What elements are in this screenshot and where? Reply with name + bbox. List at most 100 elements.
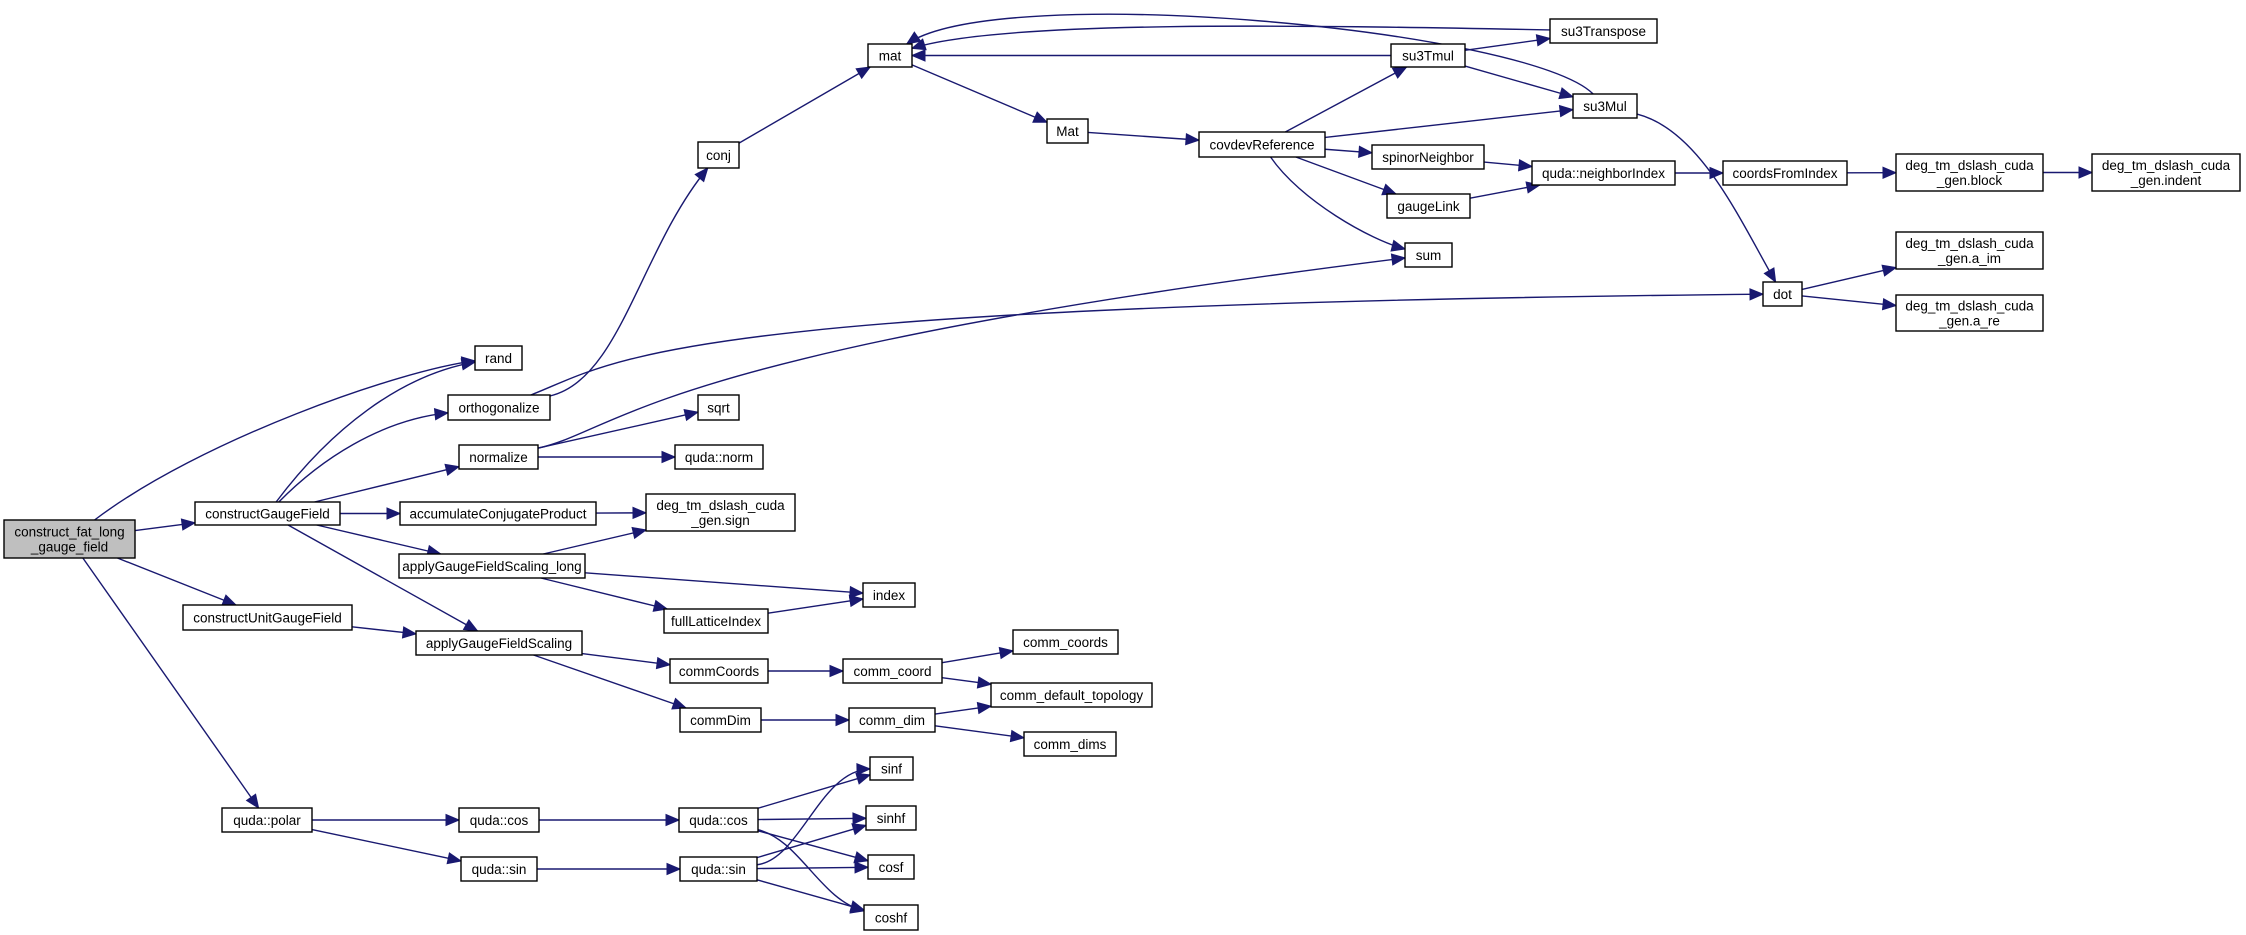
node-box[interactable]: [1722, 160, 1848, 186]
node-orthogonalize[interactable]: orthogonalize: [447, 394, 551, 421]
node-accumulateConjugateProduct[interactable]: accumulateConjugateProduct: [399, 501, 597, 526]
node-normalize[interactable]: normalize: [458, 444, 539, 470]
node-box[interactable]: [460, 856, 538, 882]
node-comm_coords[interactable]: comm_coords: [1012, 629, 1119, 655]
edge-orthogonalize-to-dot: [530, 288, 1765, 396]
node-box[interactable]: [1895, 294, 2044, 332]
node-box[interactable]: [679, 707, 762, 733]
node-sinf[interactable]: sinf: [869, 756, 914, 781]
node-sinhf[interactable]: sinhf: [865, 805, 917, 831]
node-constructUnitGaugeField[interactable]: constructUnitGaugeField: [182, 604, 353, 631]
node-box[interactable]: [1762, 281, 1803, 307]
node-coshf[interactable]: coshf: [863, 904, 919, 931]
node-box[interactable]: [842, 658, 943, 684]
edge-line: [311, 828, 462, 862]
node-quda_cos_1[interactable]: quda::cos: [458, 807, 540, 833]
node-box[interactable]: [2091, 153, 2241, 192]
node-deg_block[interactable]: deg_tm_dslash_cuda_gen.block: [1895, 153, 2044, 192]
node-box[interactable]: [697, 141, 740, 169]
node-box[interactable]: [1023, 731, 1117, 757]
node-box[interactable]: [3, 519, 136, 559]
node-box[interactable]: [678, 807, 759, 833]
node-su3Mul[interactable]: su3Mul: [1572, 93, 1638, 119]
node-box[interactable]: [221, 807, 313, 833]
node-box[interactable]: [1549, 18, 1658, 44]
node-box[interactable]: [1572, 93, 1638, 119]
node-mat[interactable]: mat: [867, 43, 913, 68]
node-quda_norm[interactable]: quda::norm: [674, 444, 764, 470]
node-quda_sin_2[interactable]: quda::sin: [679, 856, 758, 882]
node-box[interactable]: [398, 553, 586, 579]
node-box[interactable]: [674, 444, 764, 470]
node-box[interactable]: [865, 805, 917, 831]
node-constructGaugeField[interactable]: constructGaugeField: [194, 501, 341, 526]
node-box[interactable]: [399, 501, 597, 526]
node-su3Transpose[interactable]: su3Transpose: [1549, 18, 1658, 44]
node-deg_sign[interactable]: deg_tm_dslash_cuda_gen.sign: [645, 493, 796, 532]
node-box[interactable]: [1046, 118, 1089, 144]
node-comm_coord[interactable]: comm_coord: [842, 658, 943, 684]
node-conj[interactable]: conj: [697, 141, 740, 169]
node-sqrt[interactable]: sqrt: [697, 394, 740, 421]
node-box[interactable]: [1390, 43, 1466, 68]
node-commCoords[interactable]: commCoords: [669, 658, 769, 684]
node-box[interactable]: [867, 854, 915, 880]
node-applyGaugeFieldScaling[interactable]: applyGaugeFieldScaling: [415, 630, 583, 656]
node-box[interactable]: [458, 444, 539, 470]
node-box[interactable]: [863, 904, 919, 931]
node-comm_dims[interactable]: comm_dims: [1023, 731, 1117, 757]
node-quda_neighborIndex[interactable]: quda::neighborIndex: [1531, 160, 1676, 186]
node-box[interactable]: [697, 394, 740, 421]
node-box[interactable]: [474, 345, 523, 371]
node-box[interactable]: [669, 658, 769, 684]
node-box[interactable]: [848, 707, 936, 733]
node-index[interactable]: index: [862, 582, 916, 608]
node-box[interactable]: [990, 682, 1153, 708]
node-comm_default_topology[interactable]: comm_default_topology: [990, 682, 1153, 708]
node-comm_dim[interactable]: comm_dim: [848, 707, 936, 733]
node-quda_sin_1[interactable]: quda::sin: [460, 856, 538, 882]
node-box[interactable]: [1012, 629, 1119, 655]
node-box[interactable]: [1531, 160, 1676, 186]
arrowhead-icon: [401, 626, 418, 639]
node-Mat[interactable]: Mat: [1046, 118, 1089, 144]
node-quda_cos_2[interactable]: quda::cos: [678, 807, 759, 833]
node-commDim[interactable]: commDim: [679, 707, 762, 733]
node-box[interactable]: [1371, 144, 1485, 170]
node-label: normalize: [469, 450, 528, 465]
node-gaugeLink[interactable]: gaugeLink: [1386, 193, 1471, 219]
node-box[interactable]: [663, 608, 769, 634]
node-quda_polar[interactable]: quda::polar: [221, 807, 313, 833]
node-box[interactable]: [1404, 242, 1453, 268]
node-applyGaugeFieldScaling_long[interactable]: applyGaugeFieldScaling_long: [398, 553, 586, 579]
node-box[interactable]: [1895, 231, 2044, 270]
node-box[interactable]: [447, 394, 551, 421]
node-su3Tmul[interactable]: su3Tmul: [1390, 43, 1466, 68]
node-covdevReference[interactable]: covdevReference: [1198, 131, 1326, 158]
node-spinorNeighbor[interactable]: spinorNeighbor: [1371, 144, 1485, 170]
node-box[interactable]: [645, 493, 796, 532]
node-box[interactable]: [1895, 153, 2044, 192]
node-coordsFromIndex[interactable]: coordsFromIndex: [1722, 160, 1848, 186]
edge-quda_neighborIndex-to-coordsFromIndex: [1675, 166, 1725, 180]
node-deg_a_im[interactable]: deg_tm_dslash_cuda_gen.a_im: [1895, 231, 2044, 270]
node-sum[interactable]: sum: [1404, 242, 1453, 268]
node-cosf[interactable]: cosf: [867, 854, 915, 880]
node-dot[interactable]: dot: [1762, 281, 1803, 307]
node-deg_indent[interactable]: deg_tm_dslash_cuda_gen.indent: [2091, 153, 2241, 192]
node-box[interactable]: [458, 807, 540, 833]
node-box[interactable]: [1198, 131, 1326, 158]
node-construct_fat_long_gauge_field[interactable]: construct_fat_long_gauge_field: [3, 519, 136, 559]
node-box[interactable]: [415, 630, 583, 656]
node-box[interactable]: [182, 604, 353, 631]
node-box[interactable]: [862, 582, 916, 608]
node-box[interactable]: [869, 756, 914, 781]
node-fullLatticeIndex[interactable]: fullLatticeIndex: [663, 608, 769, 634]
edge-spinorNeighbor-to-quda_neighborIndex: [1483, 159, 1534, 172]
node-box[interactable]: [867, 43, 913, 68]
node-box[interactable]: [679, 856, 758, 882]
node-box[interactable]: [1386, 193, 1471, 219]
node-box[interactable]: [194, 501, 341, 526]
node-rand[interactable]: rand: [474, 345, 523, 371]
node-deg_a_re[interactable]: deg_tm_dslash_cuda_gen.a_re: [1895, 294, 2044, 332]
